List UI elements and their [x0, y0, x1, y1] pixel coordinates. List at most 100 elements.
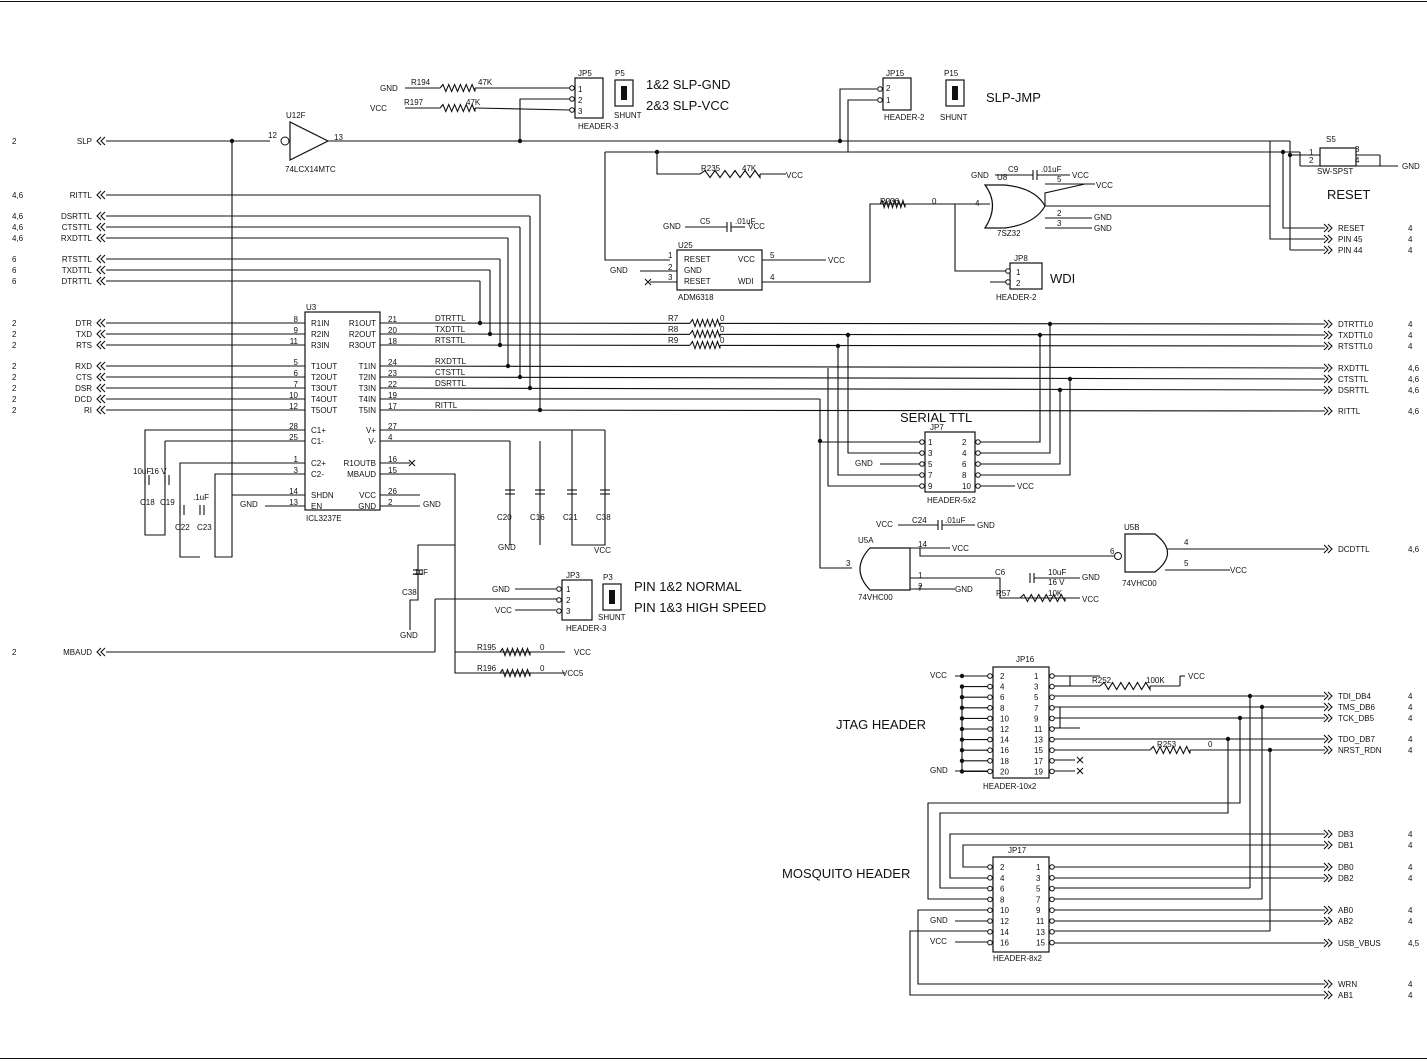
pin-marker	[987, 673, 993, 679]
resistor-gap	[690, 318, 720, 328]
pin-marker	[919, 439, 925, 445]
r236-val: 0	[932, 197, 937, 206]
right-port-name: DB3	[1338, 830, 1354, 839]
pin-marker	[1049, 758, 1055, 764]
wire	[380, 473, 565, 674]
pin-marker	[987, 939, 993, 946]
wire	[1327, 406, 1333, 416]
s5-pin: 3	[1355, 145, 1360, 154]
gnd-u25: GND	[610, 266, 628, 275]
u3-pin-num: 7	[294, 380, 299, 389]
pin-marker	[1049, 747, 1055, 754]
u3-pin-num: 16	[388, 455, 397, 464]
right-port-name: DCDTTL	[1338, 545, 1370, 554]
left-port-page: 4,6	[12, 212, 24, 221]
pin-marker	[987, 864, 993, 870]
right-port-name: TCK_DB5	[1338, 714, 1375, 723]
jp17-type: HEADER-8x2	[993, 954, 1042, 963]
wire	[1076, 767, 1084, 775]
u25-pin-name: GND	[684, 266, 702, 275]
wire	[1323, 916, 1329, 926]
jp16-pin: 16	[1000, 746, 1009, 755]
p15-note: SLP-JMP	[986, 90, 1041, 105]
u3-pin-name: R3OUT	[349, 341, 376, 350]
p3-ref: P3	[603, 573, 613, 582]
u25-pin-num: 2	[668, 263, 673, 272]
gnd-u5a: GND	[955, 585, 973, 594]
left-port-page: 6	[12, 277, 17, 286]
pin-marker	[987, 918, 993, 924]
pin-marker	[975, 483, 981, 489]
u25-part: ADM6318	[678, 293, 714, 302]
u3-net-label: CTSTTL	[435, 368, 466, 377]
jp16-ref: JP16	[1016, 655, 1035, 664]
u3-net-label: TXDTTL	[435, 325, 466, 334]
pin-marker	[987, 875, 993, 881]
wire	[96, 329, 102, 339]
vcc-c17: VCC	[594, 546, 611, 555]
u3-pin-num: 27	[388, 422, 397, 431]
pin-marker	[1005, 268, 1011, 274]
wire	[954, 204, 1008, 272]
wire	[379, 322, 1326, 325]
c9-ref: C9	[1008, 165, 1019, 174]
wire	[96, 222, 102, 232]
pin-marker	[1049, 885, 1055, 892]
junction-dot	[527, 385, 533, 391]
wire	[96, 136, 102, 146]
left-port-name: DCD	[75, 395, 93, 404]
vcc-jp7: VCC	[1017, 482, 1034, 491]
u3-net-label: DTRTTL	[435, 314, 466, 323]
jp17-pin: 4	[1000, 874, 1005, 883]
jp17-pin: 9	[1036, 906, 1041, 915]
u3-gnd: GND	[240, 500, 258, 509]
u3-pin-num: 24	[388, 358, 397, 367]
s5-pin: 4	[1355, 156, 1360, 165]
left-port-name: CTS	[76, 373, 92, 382]
left-port-page: 4,6	[12, 223, 24, 232]
r197-ref: R197	[404, 98, 424, 107]
jp15-body	[882, 77, 912, 111]
u3-pin-num: 22	[388, 380, 397, 389]
left-port-page: 6	[12, 266, 17, 275]
jp17-pin: 7	[1036, 895, 1041, 904]
jp5-pin: 3	[578, 107, 583, 116]
u5a-pin: 14	[918, 540, 927, 549]
jp16-pin: 9	[1034, 714, 1039, 723]
jp17-pin: 5	[1036, 885, 1041, 894]
right-port-name: RXDTTL	[1338, 364, 1370, 373]
left-port-name: TXD	[76, 330, 92, 339]
u3-body	[304, 311, 381, 511]
wire	[927, 718, 1241, 900]
c22-ref: C22	[175, 523, 190, 532]
jp8-ref: JP8	[1014, 254, 1028, 263]
u8-part: 7SZ32	[997, 229, 1021, 238]
jp7-pin: 3	[928, 449, 933, 458]
jp7-body	[924, 431, 976, 493]
u3-pin-name: GND	[358, 502, 376, 511]
junction-dot	[1047, 321, 1053, 327]
pin-marker	[975, 472, 981, 478]
wire	[1327, 234, 1333, 244]
u3-pin-num: 20	[388, 326, 397, 335]
wire	[379, 344, 1326, 347]
junction-dot	[837, 138, 843, 144]
u3-pin-num: 23	[388, 369, 397, 378]
s5-body	[1319, 147, 1357, 167]
wire	[1327, 374, 1333, 384]
pin-marker	[987, 736, 993, 743]
right-port-name: DB2	[1338, 874, 1354, 883]
left-port-page: 2	[12, 362, 17, 371]
vcc-jp16: VCC	[930, 671, 947, 680]
jp16-title: JTAG HEADER	[836, 717, 926, 732]
vcc-u5b: VCC	[1230, 566, 1247, 575]
jp3-body	[561, 579, 593, 621]
wire	[96, 405, 102, 415]
jp16-pin: 1	[1034, 672, 1039, 681]
jp8-type: HEADER-2	[996, 293, 1037, 302]
jp7-pin: 2	[962, 438, 967, 447]
wire	[1327, 916, 1333, 926]
jp16-pin: 2	[1000, 672, 1005, 681]
wire	[819, 442, 852, 569]
u3-pin-num: 1	[294, 455, 299, 464]
